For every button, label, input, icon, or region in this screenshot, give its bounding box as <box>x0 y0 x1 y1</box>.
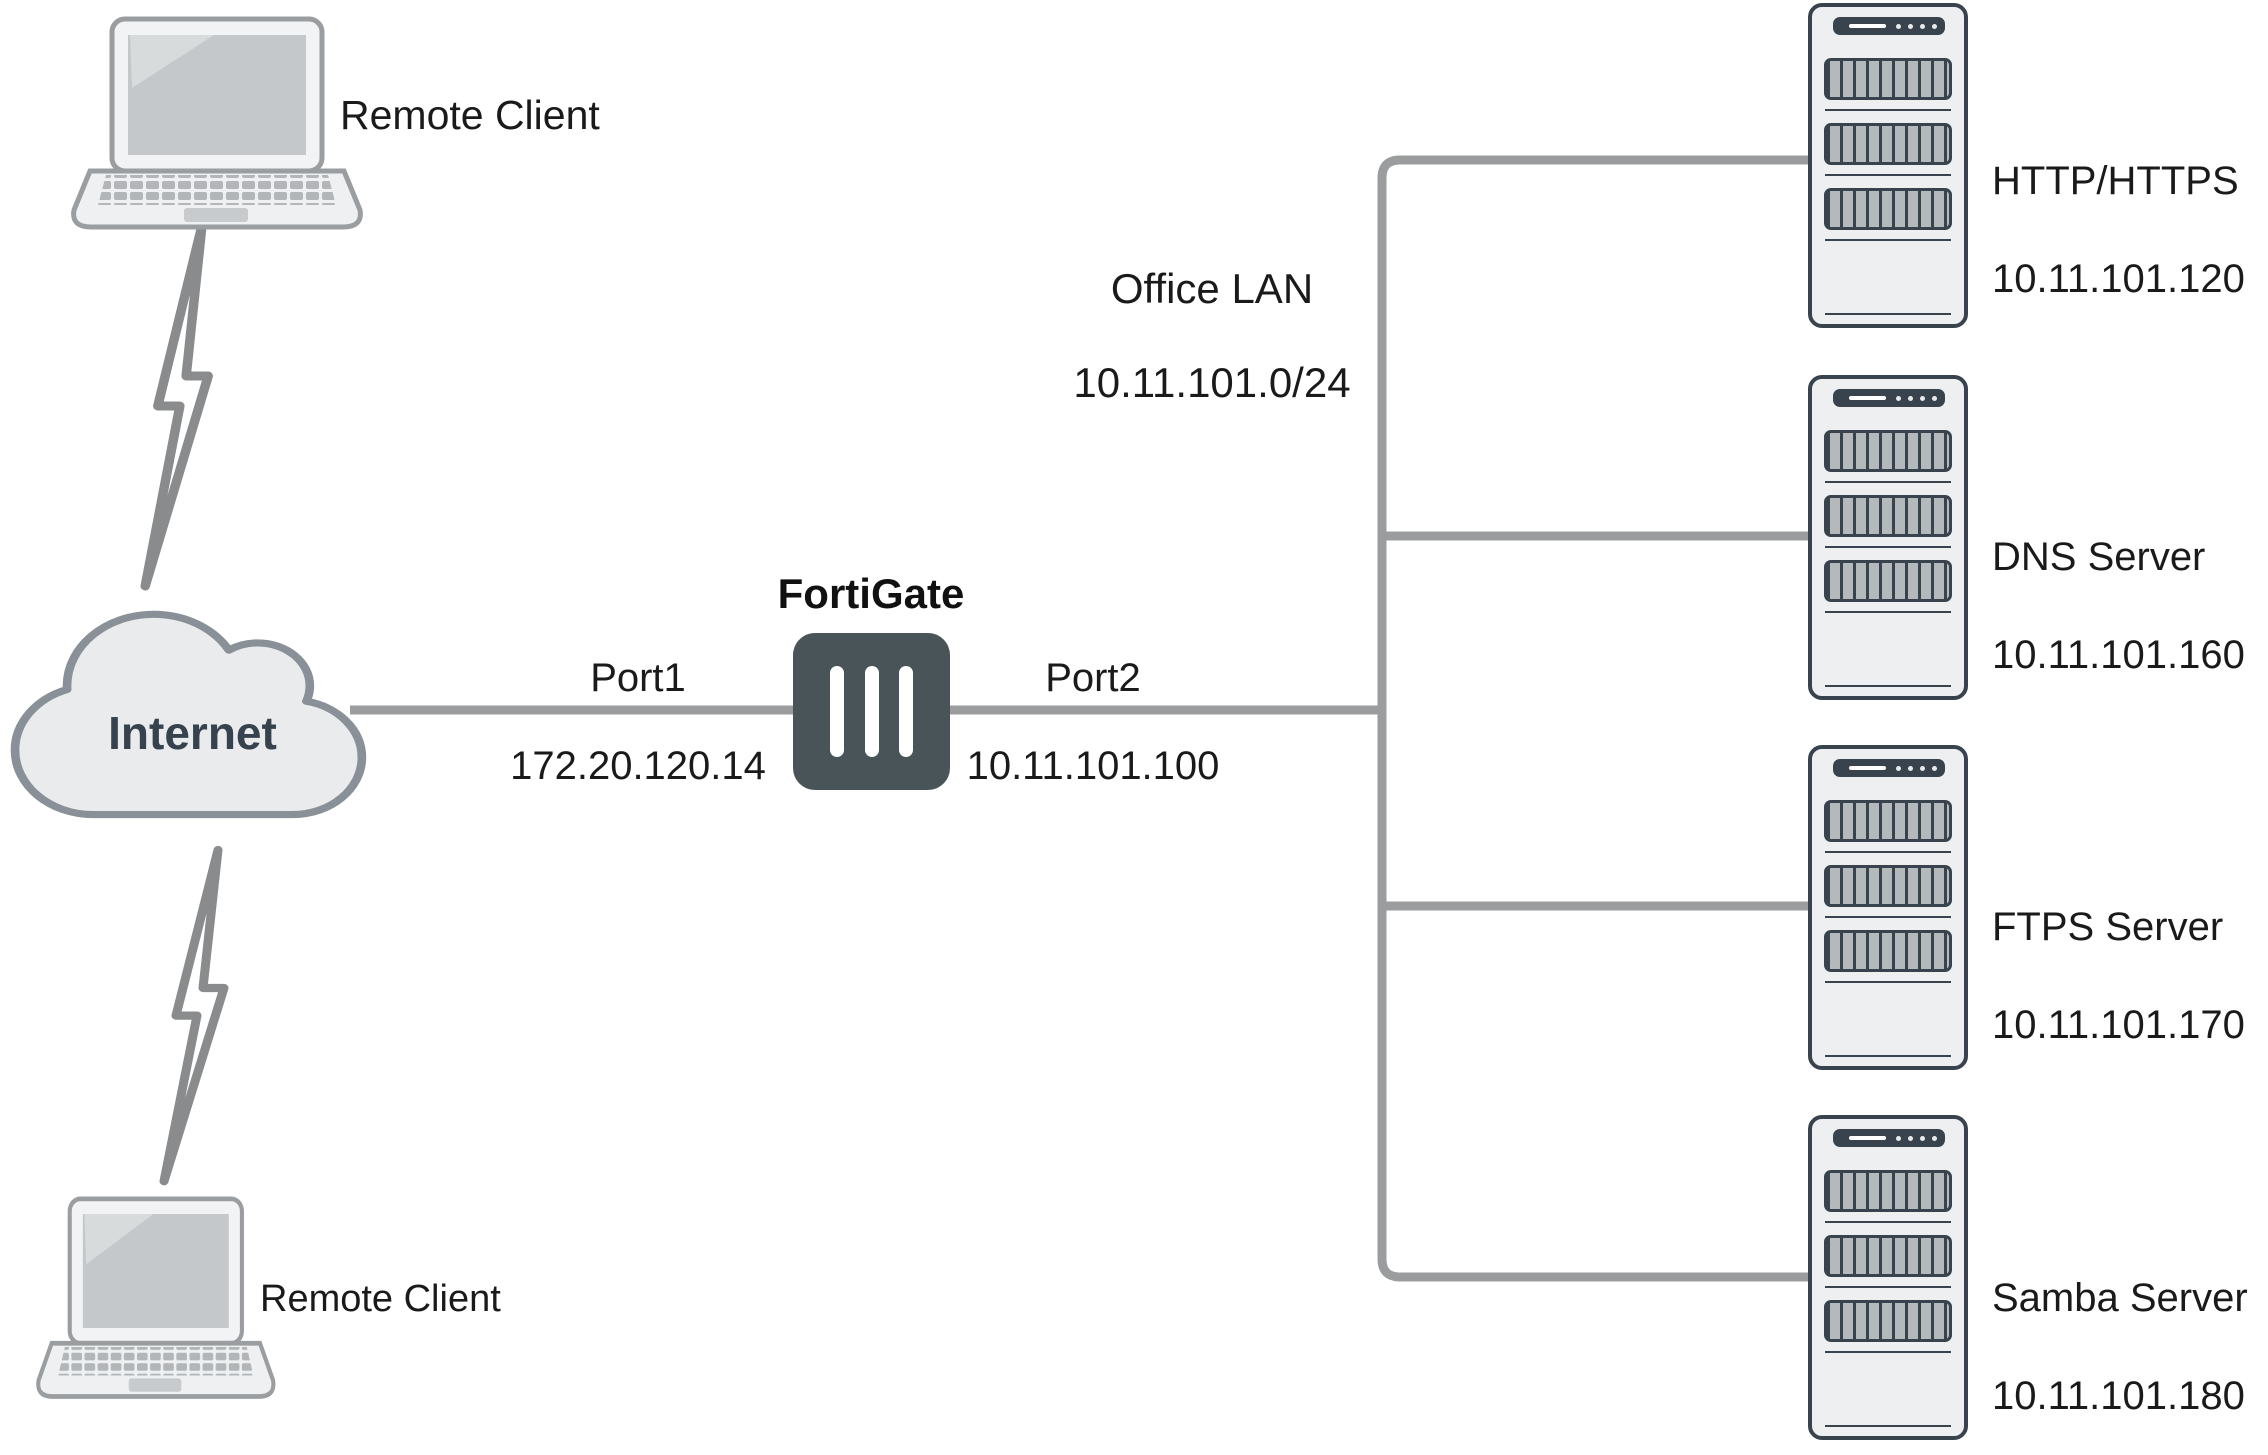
server-name: DNS Server <box>1992 535 2206 579</box>
remote-client-bottom-label: Remote Client <box>260 1278 501 1320</box>
server-divider <box>1825 239 1951 241</box>
server-label-dns: DNS Server 10.11.101.160 <box>1992 484 2268 680</box>
server-divider <box>1825 916 1951 918</box>
server-panel-dash <box>1849 1136 1886 1140</box>
server-ip: 10.11.101.120 <box>1992 257 2245 301</box>
drive-bay <box>1824 560 1952 602</box>
server-panel-dot <box>1920 395 1925 401</box>
fortigate-bar-icon <box>865 666 879 757</box>
drive-bay <box>1824 58 1952 100</box>
server-ip: 10.11.101.170 <box>1992 1003 2245 1047</box>
server-ip: 10.11.101.180 <box>1992 1374 2245 1418</box>
server-panel-dot <box>1908 765 1913 771</box>
drive-bay <box>1824 1235 1952 1277</box>
server-divider <box>1825 546 1951 548</box>
server-ip: 10.11.101.160 <box>1992 633 2245 677</box>
server-panel-dash <box>1849 24 1886 28</box>
server-divider <box>1825 1055 1951 1057</box>
server-divider <box>1825 611 1951 613</box>
port1-ip: 172.20.120.14 <box>510 744 766 788</box>
server-panel <box>1833 17 1945 35</box>
server-panel-dot <box>1896 23 1901 29</box>
fortigate-bar-icon <box>830 666 844 757</box>
server-panel-dot <box>1896 395 1901 401</box>
server-divider <box>1825 981 1951 983</box>
server-panel-dot <box>1932 23 1937 29</box>
drive-bay <box>1824 1170 1952 1212</box>
port2-ip: 10.11.101.100 <box>966 744 1220 788</box>
server-panel <box>1833 759 1945 777</box>
server-panel-dot <box>1932 765 1937 771</box>
port2-label: Port2 10.11.101.100 <box>963 612 1223 788</box>
server-name: HTTP/HTTPS <box>1992 159 2239 203</box>
remote-client-top-label: Remote Client <box>340 92 600 138</box>
server-panel-dot <box>1908 395 1913 401</box>
server-divider <box>1825 481 1951 483</box>
laptop-top-icon <box>71 16 363 230</box>
office-lan-subnet: 10.11.101.0/24 <box>1073 359 1351 406</box>
server-divider <box>1825 109 1951 111</box>
server-panel-dot <box>1920 23 1925 29</box>
vpn-bolt-bottom-icon <box>159 845 229 1186</box>
drive-bay <box>1824 123 1952 165</box>
server-panel-dot <box>1932 1135 1937 1141</box>
drive-bay <box>1824 865 1952 907</box>
drive-bay <box>1824 188 1952 230</box>
server-panel-dot <box>1908 23 1913 29</box>
server-panel-dash <box>1849 396 1886 400</box>
lan-bus-frame-line <box>1377 155 1815 1282</box>
server-divider <box>1825 1351 1951 1353</box>
server-label-samba: Samba Server 10.11.101.180 <box>1992 1225 2268 1421</box>
server-panel-dash <box>1849 766 1886 770</box>
internet-cloud-icon <box>10 610 367 819</box>
server-panel-dot <box>1920 1135 1925 1141</box>
fortigate-icon <box>793 633 950 790</box>
server-name: Samba Server <box>1992 1276 2248 1320</box>
fortigate-bar-icon <box>899 666 913 757</box>
server-panel-dot <box>1908 1135 1913 1141</box>
server-divider <box>1825 1425 1951 1427</box>
server-label-http: HTTP/HTTPS 10.11.101.120 <box>1992 108 2268 304</box>
server-divider <box>1825 1286 1951 1288</box>
office-lan-label: Office LAN 10.11.101.0/24 <box>1062 218 1362 406</box>
port2-name: Port2 <box>1045 656 1141 700</box>
drive-bay <box>1824 1300 1952 1342</box>
server-panel <box>1833 389 1945 407</box>
server-panel <box>1833 1129 1945 1147</box>
server-divider <box>1825 851 1951 853</box>
internet-label: Internet <box>108 707 277 759</box>
server-panel-dot <box>1932 395 1937 401</box>
server-icon-http <box>1808 3 1968 328</box>
server-divider <box>1825 313 1951 315</box>
port1-label: Port1 172.20.120.14 <box>508 612 768 788</box>
drive-bay <box>1824 495 1952 537</box>
server-panel-dot <box>1896 1135 1901 1141</box>
server-name: FTPS Server <box>1992 905 2224 949</box>
office-lan-name: Office LAN <box>1110 265 1314 312</box>
drive-bay <box>1824 430 1952 472</box>
server-divider <box>1825 174 1951 176</box>
drive-bay <box>1824 800 1952 842</box>
server-panel-dot <box>1920 765 1925 771</box>
laptop-bottom-icon <box>36 1196 276 1399</box>
server-icon-ftps <box>1808 745 1968 1070</box>
port1-name: Port1 <box>590 656 686 700</box>
server-divider <box>1825 1221 1951 1223</box>
fortigate-label: FortiGate <box>777 570 965 617</box>
vpn-bolt-top-icon <box>140 221 213 591</box>
drive-bay <box>1824 930 1952 972</box>
server-panel-dot <box>1896 765 1901 771</box>
server-label-ftps: FTPS Server 10.11.101.170 <box>1992 854 2268 1050</box>
server-divider <box>1825 685 1951 687</box>
server-icon-dns <box>1808 375 1968 700</box>
server-icon-samba <box>1808 1115 1968 1440</box>
